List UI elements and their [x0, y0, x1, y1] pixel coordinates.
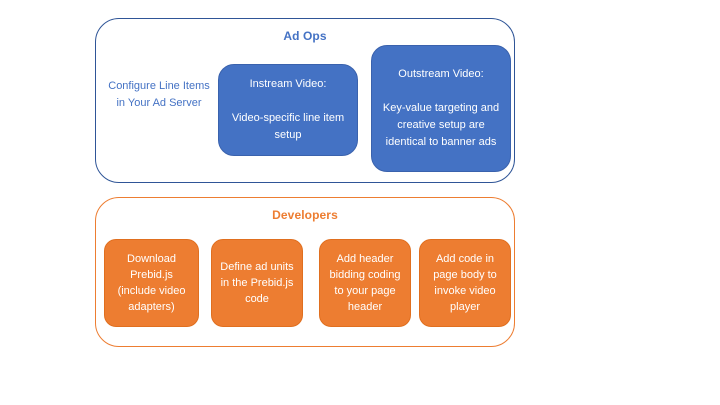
dev-step-label: Download Prebid.js (include video adapte… — [117, 253, 186, 313]
outstream-video-body: Key-value targeting and creative setup a… — [382, 102, 500, 148]
adops-group: Ad Ops Configure Line Items in Your Ad S… — [95, 18, 515, 183]
developers-group-title: Developers — [272, 208, 338, 222]
outstream-video-box: Outstream Video: Key-value targeting and… — [371, 45, 511, 172]
dev-step-download-prebid: Download Prebid.js (include video adapte… — [104, 239, 199, 327]
adops-side-note: Configure Line Items in Your Ad Server — [108, 80, 210, 109]
dev-step-label: Add header bidding coding to your page h… — [329, 253, 401, 313]
developers-group: Developers Download Prebid.js (include v… — [95, 197, 515, 347]
dev-step-add-header-bidding: Add header bidding coding to your page h… — [319, 239, 411, 327]
instream-video-heading: Instream Video: — [249, 78, 327, 90]
dev-step-add-page-body-code: Add code in page body to invoke video pl… — [419, 239, 511, 327]
instream-video-box: Instream Video: Video-specific line item… — [218, 64, 358, 156]
dev-step-label: Define ad units in the Prebid.js code — [220, 261, 294, 305]
adops-group-title: Ad Ops — [283, 29, 327, 43]
dev-step-label: Add code in page body to invoke video pl… — [433, 253, 497, 313]
outstream-video-heading: Outstream Video: — [398, 68, 484, 80]
dev-step-define-ad-units: Define ad units in the Prebid.js code — [211, 239, 303, 327]
instream-video-body: Video-specific line item setup — [231, 112, 345, 141]
